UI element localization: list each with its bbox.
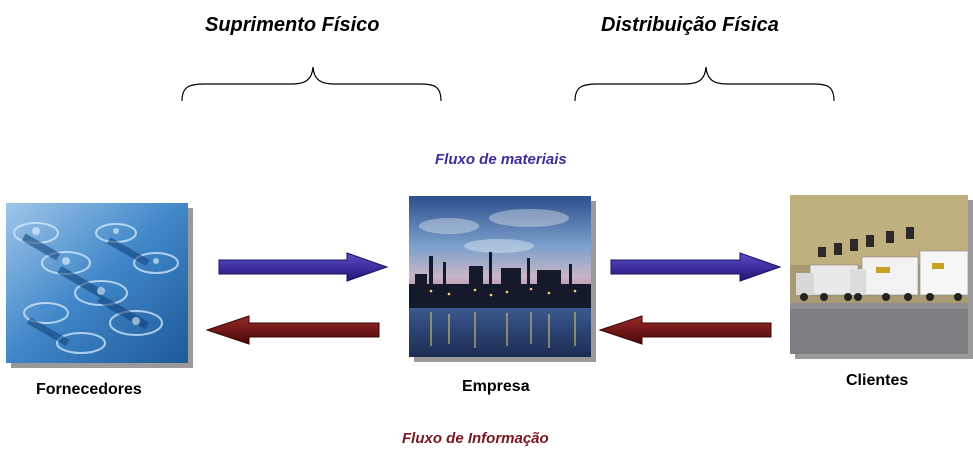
label-information-flow: Fluxo de Informação [402,430,549,447]
company-image [409,196,591,357]
clients-image [790,195,968,354]
suppliers-image [6,203,188,363]
brace-supply [181,66,442,102]
label-material-flow: Fluxo de materiais [435,151,567,168]
title-supply: Suprimento Físico [205,14,380,36]
material-arrow-2 [610,252,782,282]
label-suppliers: Fornecedores [36,381,142,398]
information-arrow-2 [598,315,772,345]
title-distribution: Distribuição Física [601,14,779,36]
material-arrow-1 [218,252,389,282]
information-arrow-1 [205,315,380,345]
brace-distribution [574,66,835,102]
label-company: Empresa [462,378,530,395]
label-clients: Clientes [846,372,909,389]
